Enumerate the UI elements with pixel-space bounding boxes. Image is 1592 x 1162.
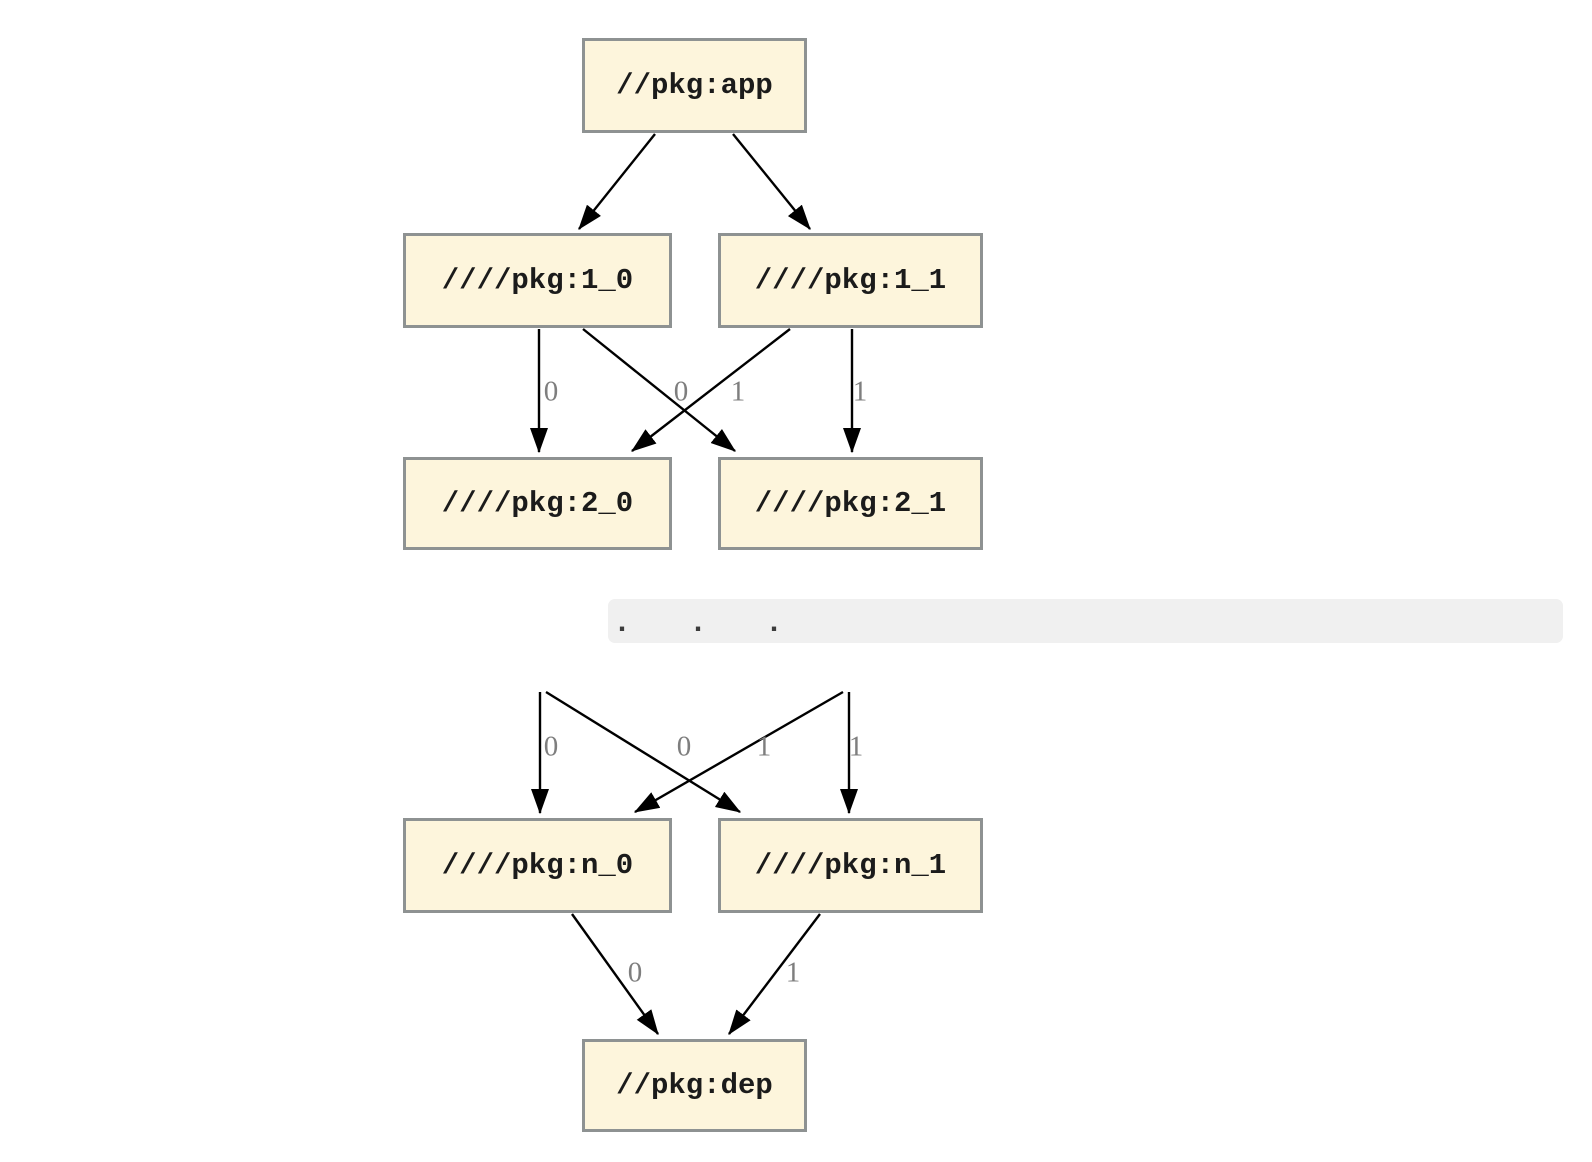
edge-label: 0 <box>676 730 692 763</box>
edge-label: 0 <box>673 375 689 408</box>
ellipsis-band <box>608 599 1563 643</box>
ellipsis-dots: . . . <box>613 607 804 641</box>
edge-elided-to-n_1 <box>545 690 742 814</box>
edge-label: 1 <box>785 956 801 989</box>
edge-label: 0 <box>543 375 559 408</box>
node-pkg-n-1: ////pkg:n_1 <box>718 818 983 913</box>
node-label: ////pkg:1_1 <box>754 264 947 297</box>
edge-elided2-to-n_0 <box>633 690 844 814</box>
node-label: ////pkg:n_0 <box>441 849 634 882</box>
node-label: ////pkg:2_0 <box>441 487 634 520</box>
node-pkg-1-1: ////pkg:1_1 <box>718 233 983 328</box>
node-label: ////pkg:1_0 <box>441 264 634 297</box>
edge-1_1-to-2_0 <box>631 328 791 452</box>
edge-label: 0 <box>627 956 643 989</box>
edge-label: 1 <box>852 375 868 408</box>
node-pkg-n-0: ////pkg:n_0 <box>403 818 672 913</box>
node-label: //pkg:app <box>616 69 773 102</box>
edge-1_0-to-2_1 <box>582 328 736 452</box>
edge-label: 1 <box>730 375 746 408</box>
node-pkg-dep: //pkg:dep <box>582 1039 807 1132</box>
node-label: //pkg:dep <box>616 1069 773 1102</box>
node-pkg-app: //pkg:app <box>582 38 807 133</box>
node-pkg-2-0: ////pkg:2_0 <box>403 457 672 550</box>
edge-label: 1 <box>848 730 864 763</box>
node-label: ////pkg:n_1 <box>754 849 947 882</box>
edge-n_0-to-dep <box>571 913 659 1035</box>
node-pkg-1-0: ////pkg:1_0 <box>403 233 672 328</box>
edge-label: 0 <box>543 730 559 763</box>
edge-n_1-to-dep <box>728 913 821 1035</box>
node-pkg-2-1: ////pkg:2_1 <box>718 457 983 550</box>
edge-app-to-1_0 <box>578 133 656 230</box>
node-label: ////pkg:2_1 <box>754 487 947 520</box>
edge-label: 1 <box>756 730 772 763</box>
edge-app-to-1_1 <box>732 133 811 230</box>
